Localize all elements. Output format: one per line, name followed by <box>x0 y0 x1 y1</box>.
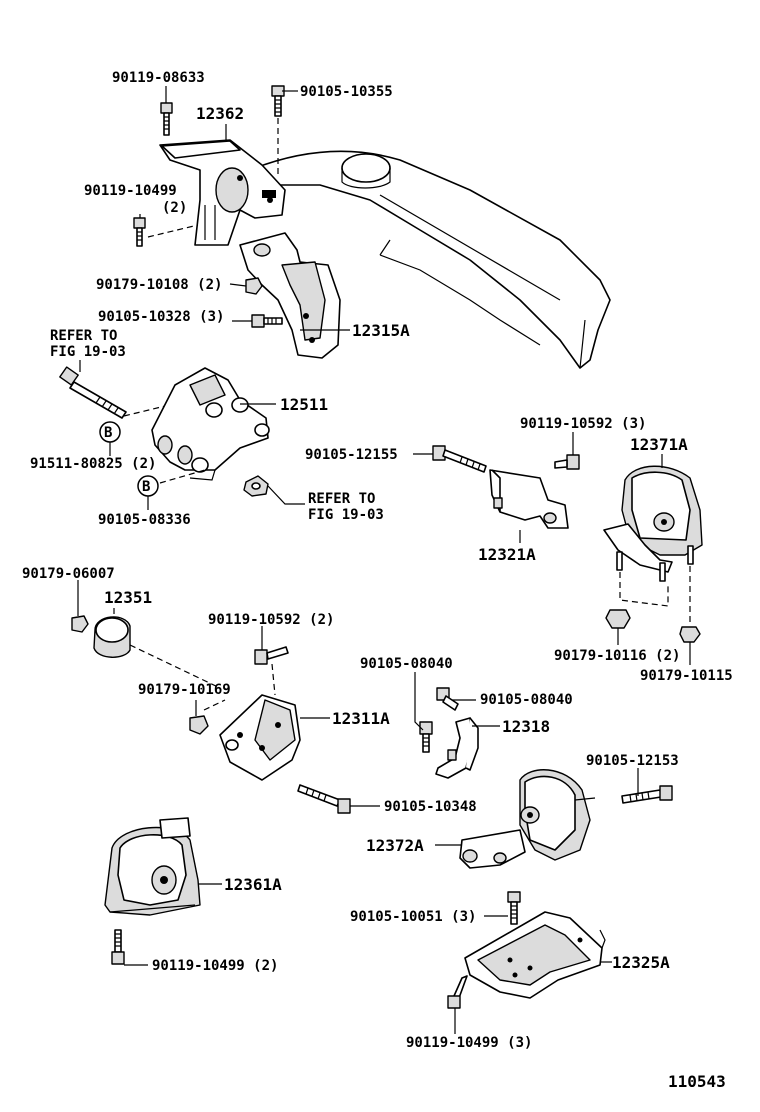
label-90119-10499-upper-qty: (2) <box>162 200 187 216</box>
figure-number: 110543 <box>668 1072 726 1091</box>
bracket-12511 <box>151 367 270 481</box>
bracket-12321A <box>489 469 569 529</box>
bracket-12325A <box>464 911 606 999</box>
label-90105-10355: 90105-10355 <box>300 84 393 100</box>
bolt-91511-80825 <box>59 366 191 419</box>
bracket-12315A <box>239 232 341 359</box>
label-90119-10499-lower: 90119-10499 (2) <box>152 958 278 974</box>
label-90179-10108: 90179-10108 (2) <box>96 277 222 293</box>
bolt-90105-10051 <box>507 891 521 925</box>
label-90119-10499-upper: 90119-10499 <box>84 183 177 199</box>
label-marker-b-1: B <box>104 425 112 441</box>
label-12315A: 12315A <box>352 321 410 340</box>
label-12511: 12511 <box>280 395 328 414</box>
label-12372A: 12372A <box>366 836 424 855</box>
label-12361A: 12361A <box>224 875 282 894</box>
label-90179-10115: 90179-10115 <box>640 668 733 684</box>
label-90179-06007: 90179-06007 <box>22 566 115 582</box>
nut-90179-10116 <box>605 609 631 629</box>
engine-mount-12371A <box>603 465 703 624</box>
label-90119-10592-right: 90119-10592 (3) <box>520 416 646 432</box>
label-90105-08336: 90105-08336 <box>98 512 191 528</box>
bracket-12318 <box>435 717 479 779</box>
engine-mount-12362 <box>159 139 286 246</box>
label-90119-10499-bottom: 90119-10499 (3) <box>406 1035 532 1051</box>
bolt-90105-12153 <box>621 785 673 804</box>
engine-mount-12361A <box>104 817 201 916</box>
bolt-90119-10499-lower <box>111 929 125 965</box>
label-90105-10348: 90105-10348 <box>384 799 477 815</box>
bolt-90119-10499-upper <box>133 217 199 247</box>
label-fig-19-03-2: FIG 19-03 <box>308 507 384 523</box>
label-refer-to-1: REFER TO <box>50 328 117 344</box>
bolt-90119-10499-bottom <box>447 975 468 1009</box>
label-90105-10051: 90105-10051 (3) <box>350 909 476 925</box>
label-90105-12153: 90105-12153 <box>586 753 679 769</box>
label-12351: 12351 <box>104 588 152 607</box>
label-90105-08040-b: 90105-08040 <box>480 692 573 708</box>
nut-90179-10115 <box>679 626 701 643</box>
nut-refer-fig-19-03 <box>243 475 269 497</box>
label-marker-b-2: B <box>142 479 150 495</box>
label-12321A: 12321A <box>478 545 536 564</box>
label-fig-19-03-1: FIG 19-03 <box>50 344 126 360</box>
bolt-90119-10592-left <box>254 646 289 696</box>
leader-lines <box>77 86 691 1034</box>
nut-90179-10108 <box>245 277 263 295</box>
label-12311A: 12311A <box>332 709 390 728</box>
label-12318: 12318 <box>502 717 550 736</box>
label-12362: 12362 <box>196 104 244 123</box>
bolt-90105-08040-a <box>419 721 433 753</box>
label-12371A: 12371A <box>630 435 688 454</box>
label-90179-10169: 90179-10169 <box>138 682 231 698</box>
bolt-90105-10328 <box>251 314 283 328</box>
label-90105-12155: 90105-12155 <box>305 447 398 463</box>
part-labels: 90119-08633 90105-10355 12362 90119-1049… <box>22 70 733 1091</box>
label-90105-10328: 90105-10328 (3) <box>98 309 224 325</box>
engine-mount-12372A <box>459 769 596 869</box>
label-90119-10592-left: 90119-10592 (2) <box>208 612 334 628</box>
bushing-12351 <box>93 616 221 689</box>
nut-90179-06007 <box>71 615 89 633</box>
bolt-90119-10592-right <box>554 454 580 470</box>
label-90119-08633: 90119-08633 <box>112 70 205 86</box>
bolt-90105-08040-b <box>436 687 459 711</box>
label-90105-08040-a: 90105-08040 <box>360 656 453 672</box>
bolt-90105-10348 <box>297 784 351 814</box>
nut-90179-10169 <box>189 699 226 735</box>
label-90179-10116: 90179-10116 (2) <box>554 648 680 664</box>
label-91511-80825: 91511-80825 (2) <box>30 456 156 472</box>
label-12325A: 12325A <box>612 953 670 972</box>
bolt-90119-08633 <box>160 102 173 136</box>
bolt-90105-12155 <box>432 445 487 473</box>
engine-block-outline <box>249 150 611 369</box>
label-refer-to-2: REFER TO <box>308 491 375 507</box>
bracket-12311A <box>219 694 301 781</box>
